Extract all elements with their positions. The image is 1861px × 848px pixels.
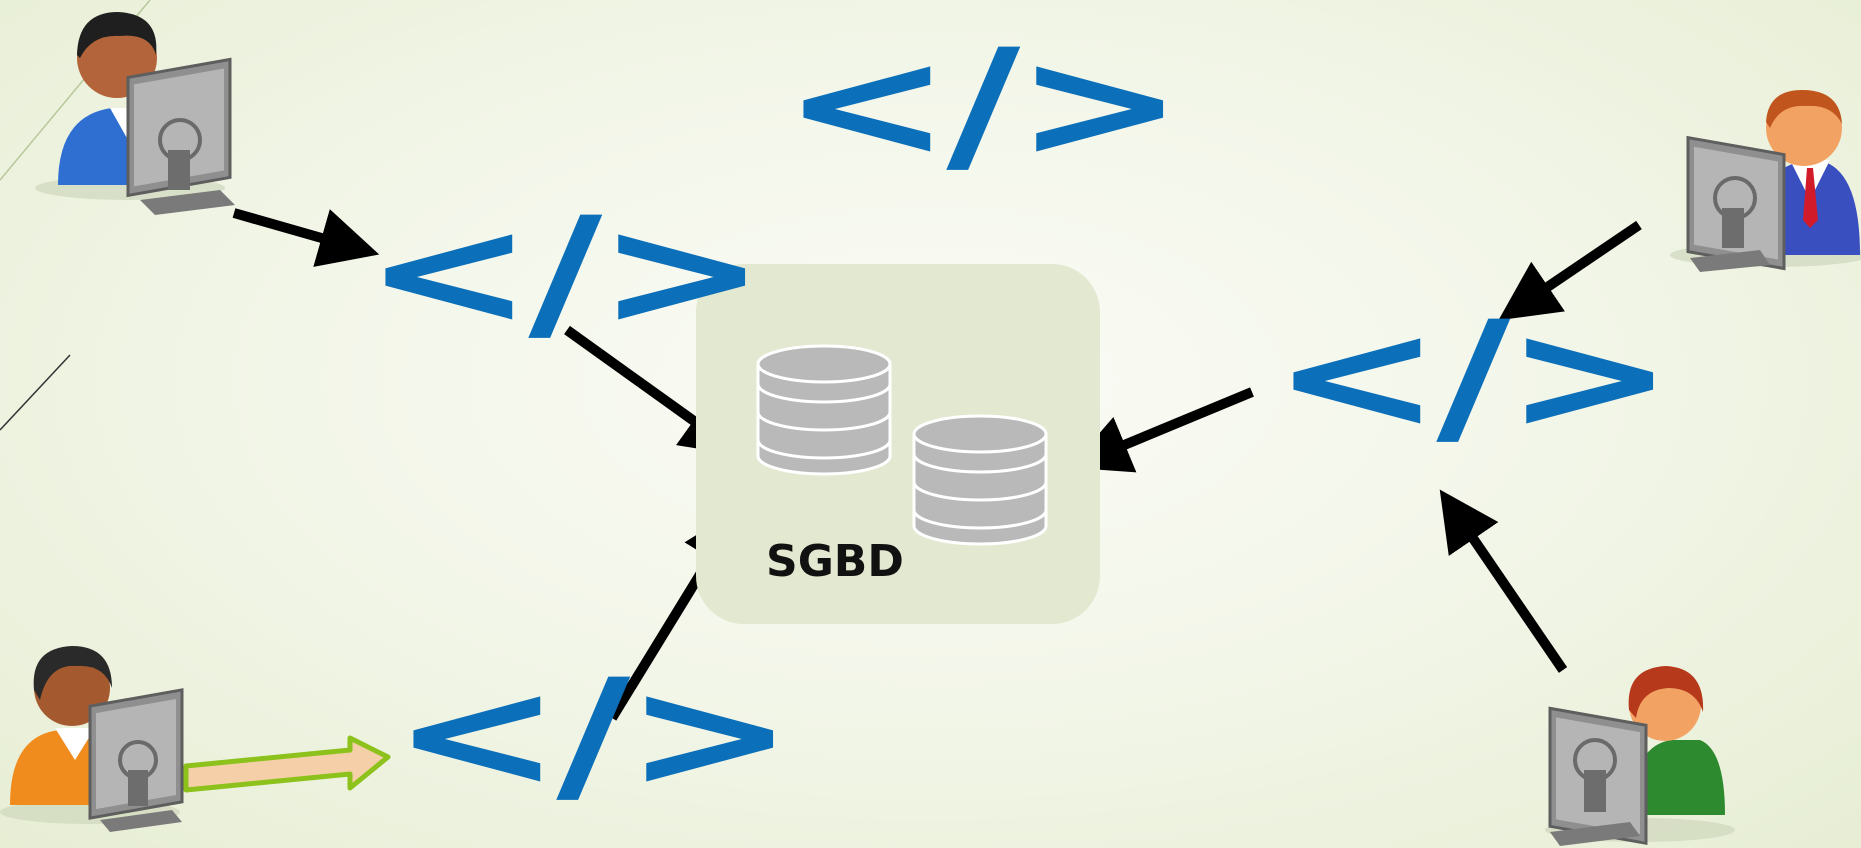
arrow-user-to-code [232, 208, 380, 267]
arrow-user-to-code [1439, 489, 1568, 673]
arrow-code-to-db [1069, 387, 1254, 473]
dbms-container [696, 264, 1100, 624]
database-group [756, 344, 1048, 546]
arrow-user-to-code [1498, 220, 1642, 321]
decorative-line [0, 354, 71, 431]
code-icon: </> [392, 648, 795, 822]
code-icon: </> [1272, 290, 1675, 464]
code-icon: </> [364, 186, 767, 360]
highlighted-arrow-icon [183, 735, 391, 793]
user-computer-icon [1670, 90, 1861, 272]
database-icon [756, 344, 892, 476]
dbms-label: SGBD [766, 536, 904, 587]
database-icon [912, 414, 1048, 546]
user-computer-icon [35, 12, 235, 215]
code-icon: </> [782, 18, 1185, 192]
user-computer-icon [1545, 666, 1735, 846]
user-computer-icon [0, 646, 184, 832]
